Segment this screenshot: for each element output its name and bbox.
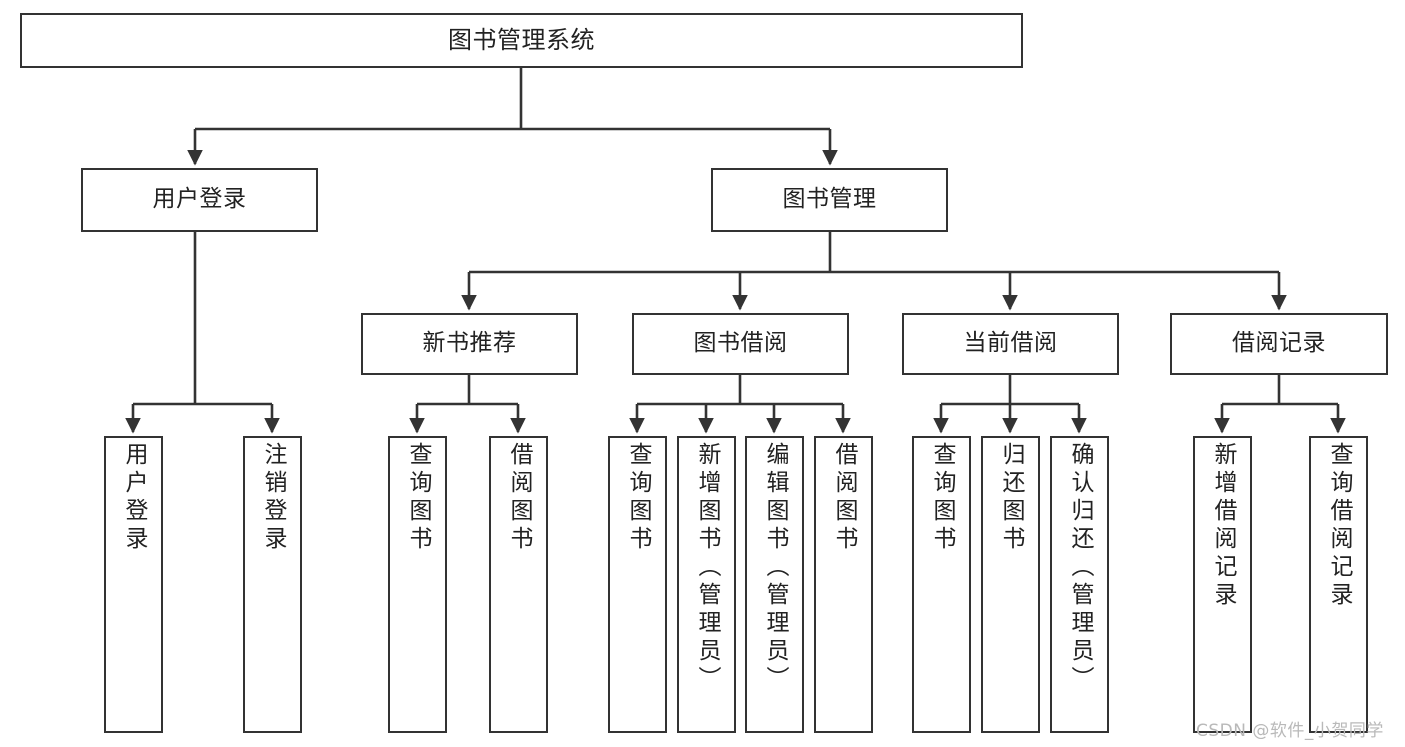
leaf-query-book-current[interactable]: 查询图书	[912, 436, 971, 733]
node-user-login[interactable]: 用户登录	[81, 168, 318, 232]
node-label: 注销登录	[260, 442, 286, 554]
leaf-add-borrow-record[interactable]: 新增借阅记录	[1193, 436, 1252, 733]
csdn-watermark: CSDN @软件_小贺同学	[1196, 721, 1384, 741]
leaf-borrow-book-new-rec[interactable]: 借阅图书	[489, 436, 548, 733]
leaf-logout-login[interactable]: 注销登录	[243, 436, 302, 733]
node-label: 图书管理	[782, 186, 877, 213]
node-label: 图书管理系统	[448, 26, 595, 55]
node-label: 查询图书	[405, 442, 431, 554]
node-borrow-record[interactable]: 借阅记录	[1170, 313, 1388, 375]
leaf-return-book[interactable]: 归还图书	[981, 436, 1040, 733]
node-book-borrow[interactable]: 图书借阅	[632, 313, 849, 375]
node-label: 新增图书（管理员）	[694, 442, 720, 694]
node-label: 查询图书	[625, 442, 651, 554]
node-label: 编辑图书（管理员）	[762, 442, 788, 694]
node-label: 图书借阅	[693, 330, 788, 357]
node-label: 借阅图书	[506, 442, 532, 554]
node-book-management-system[interactable]: 图书管理系统	[20, 13, 1023, 68]
leaf-user-login[interactable]: 用户登录	[104, 436, 163, 733]
leaf-edit-book-admin[interactable]: 编辑图书（管理员）	[745, 436, 804, 733]
leaf-query-borrow-record[interactable]: 查询借阅记录	[1309, 436, 1368, 733]
node-label: 查询图书	[929, 442, 955, 554]
leaf-borrow-book[interactable]: 借阅图书	[814, 436, 873, 733]
leaf-add-book-admin[interactable]: 新增图书（管理员）	[677, 436, 736, 733]
node-current-borrow[interactable]: 当前借阅	[902, 313, 1119, 375]
node-label: 确认归还（管理员）	[1067, 442, 1093, 694]
node-label: 新书推荐	[422, 330, 517, 357]
node-label: 当前借阅	[963, 330, 1058, 357]
leaf-query-book-borrow[interactable]: 查询图书	[608, 436, 667, 733]
node-label: 借阅图书	[831, 442, 857, 554]
node-label: 用户登录	[152, 186, 247, 213]
leaf-query-book-new-rec[interactable]: 查询图书	[388, 436, 447, 733]
node-label: 新增借阅记录	[1210, 442, 1236, 610]
node-book-manage[interactable]: 图书管理	[711, 168, 948, 232]
node-label: 归还图书	[998, 442, 1024, 554]
node-label: 查询借阅记录	[1326, 442, 1352, 610]
leaf-confirm-return-admin[interactable]: 确认归还（管理员）	[1050, 436, 1109, 733]
node-label: 借阅记录	[1232, 330, 1326, 357]
node-new-book-recommend[interactable]: 新书推荐	[361, 313, 578, 375]
node-label: 用户登录	[121, 442, 147, 554]
